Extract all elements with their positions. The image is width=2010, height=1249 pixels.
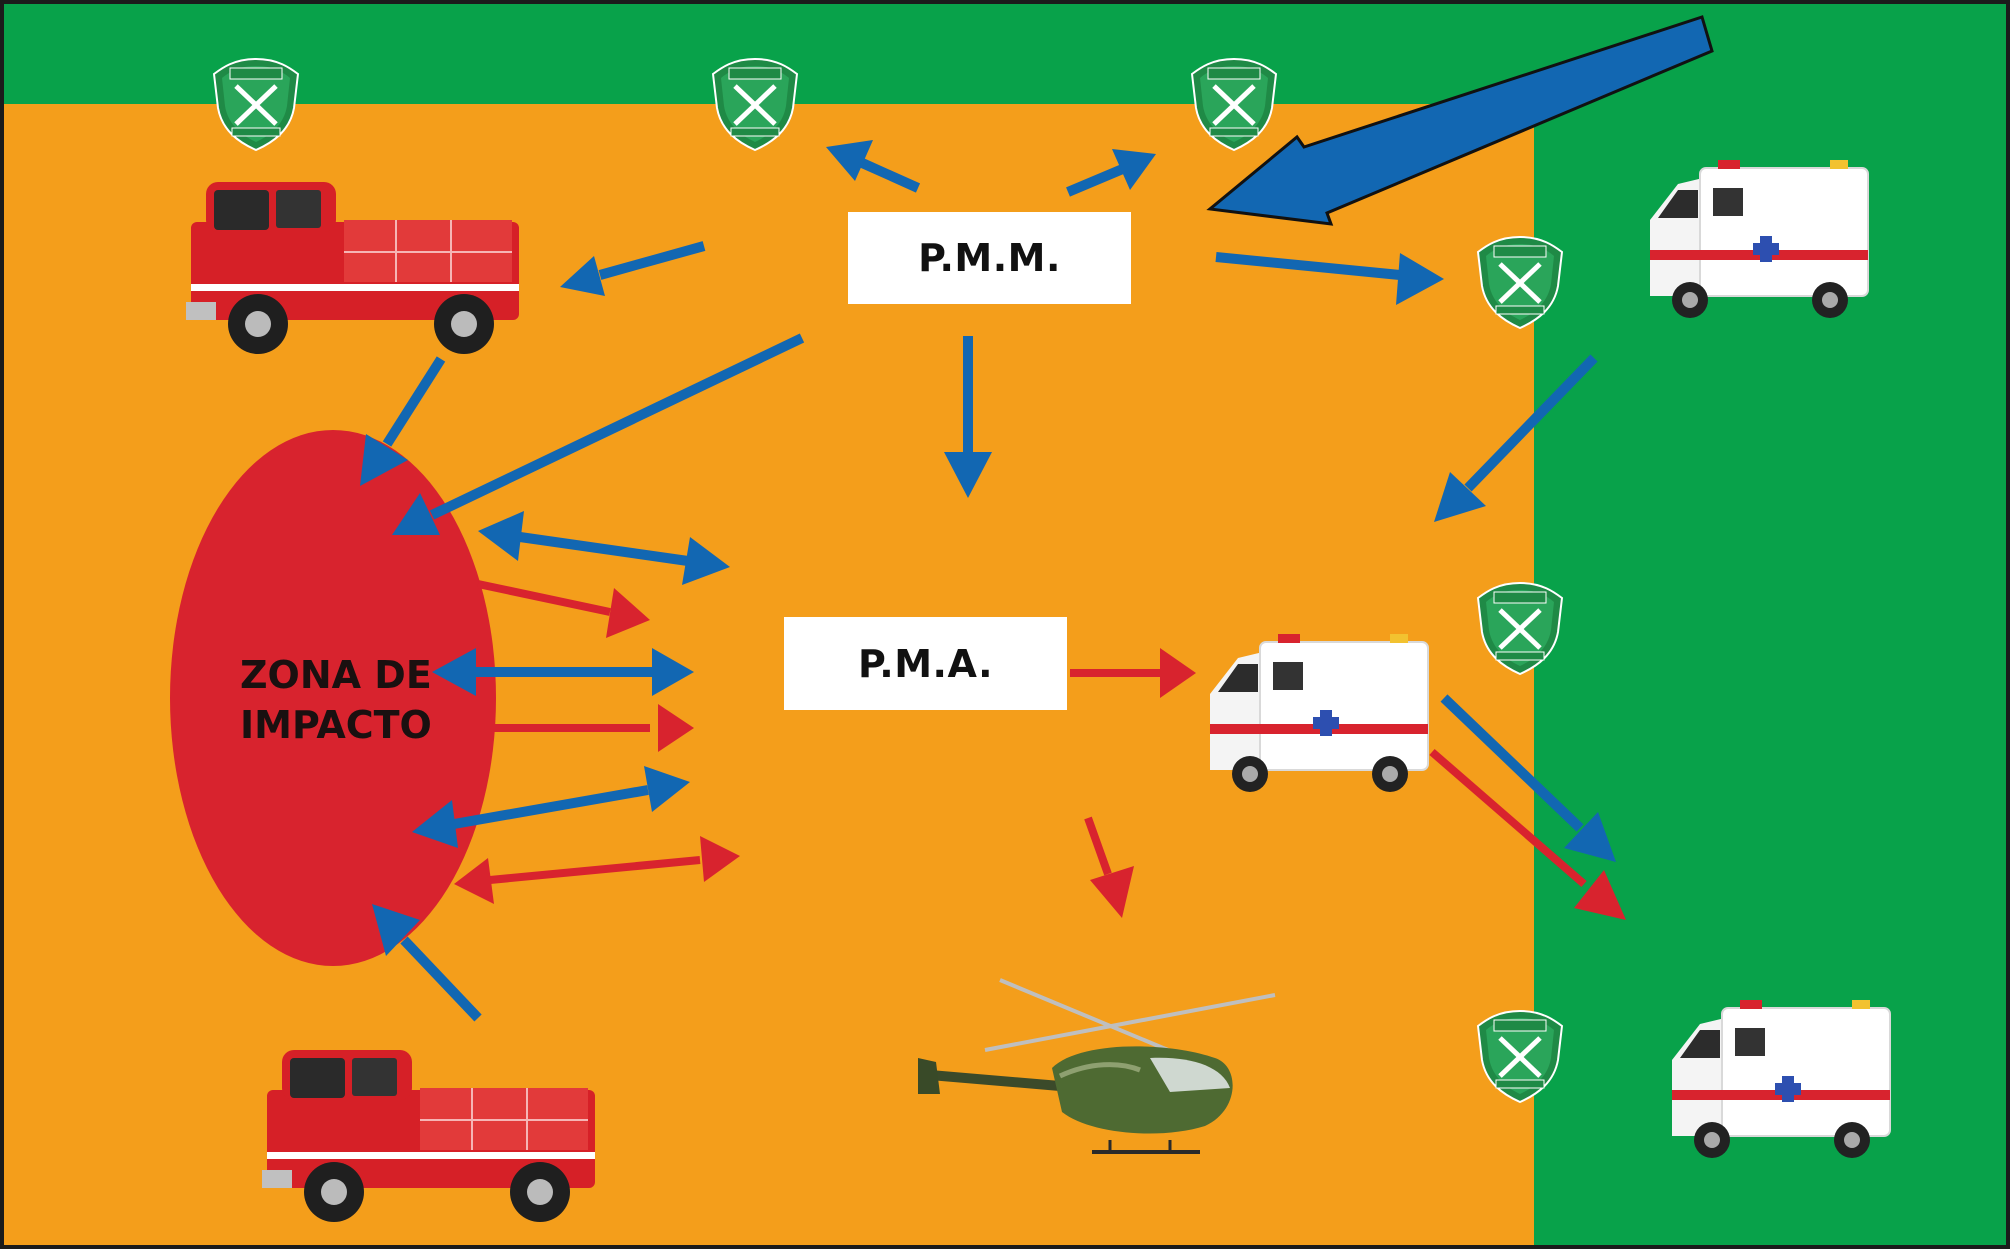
arrow-pmm-to-firetruck <box>560 241 706 296</box>
ambulance-icon <box>1649 159 1869 319</box>
arrow-bidirectional-impact-3 <box>412 766 690 848</box>
arrow-red-pma-to-helicopter <box>1084 816 1134 918</box>
arrow-firetruck-bottom-to-impact <box>372 904 482 1022</box>
arrow-red-ambulance-to-outer <box>1429 748 1626 920</box>
arrow-red-impact-2 <box>494 704 694 752</box>
incoming-arrow <box>1206 15 1714 226</box>
impact-zone-label-line1: ZONA DE <box>240 653 432 697</box>
arrow-bidirectional-impact-2 <box>432 648 694 696</box>
pma-label: P.M.A. <box>857 641 994 686</box>
arrow-firetruck-to-impact <box>360 356 446 486</box>
impact-zone-label: ZONA DE IMPACTO <box>240 650 440 750</box>
arrow-pmm-to-impact <box>392 333 805 535</box>
impact-zone-label-line2: IMPACTO <box>240 703 432 747</box>
arrow-badge-to-ambulance <box>1434 354 1598 522</box>
arrow-red-pma-to-ambulance <box>1070 648 1196 698</box>
arrow-red-impact-1 <box>477 580 650 638</box>
arrow-ambulance-to-outer-blue <box>1440 694 1616 862</box>
arrow-pmm-to-badge-east <box>1215 252 1444 305</box>
ambulance-icon <box>1209 633 1429 793</box>
helicopter-icon <box>918 978 1276 1154</box>
arrow-pmm-to-badge-right <box>1066 149 1156 197</box>
arrow-pmm-to-pma <box>944 336 992 498</box>
pmm-label: P.M.M. <box>918 236 1061 280</box>
pmm-command-post: P.M.M. <box>848 212 1131 304</box>
arrow-red-bidirectional <box>454 836 740 904</box>
pma-medical-post: P.M.A. <box>784 617 1067 710</box>
ambulance-icon <box>1671 999 1891 1159</box>
arrow-bidirectional-impact-1 <box>478 511 730 585</box>
arrow-pmm-to-badge-left <box>826 140 921 193</box>
